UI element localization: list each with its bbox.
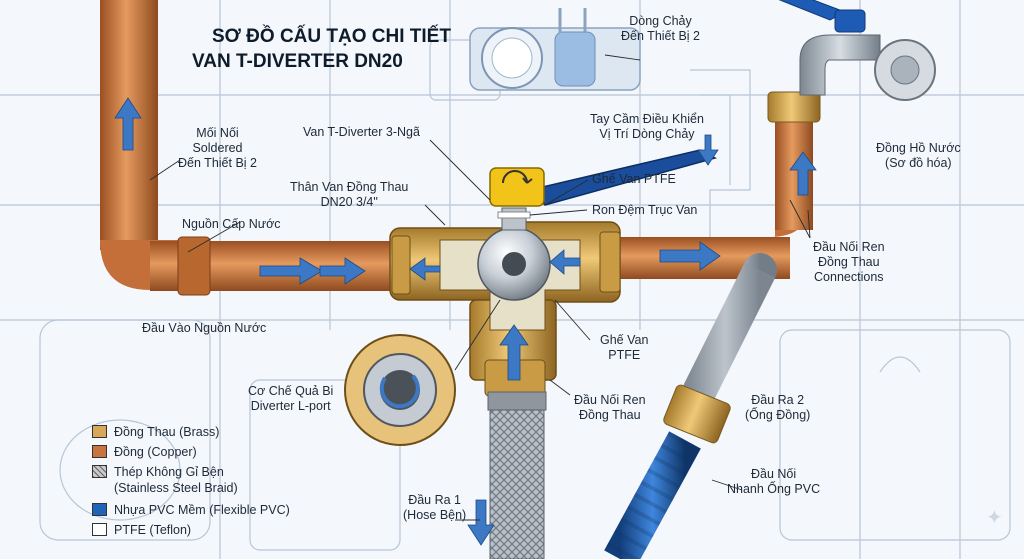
label-line: Diverter L-port <box>250 399 331 413</box>
label-line: Vị Trí Dòng Chảy <box>599 127 695 141</box>
label-line: Nhanh Ống PVC <box>727 482 821 496</box>
label-line: DN20 3/4" <box>320 195 378 209</box>
legend-item-pvc: Nhựa PVC Mềm (Flexible PVC) <box>92 502 322 520</box>
legend-label: PTFE (Teflon) <box>114 523 192 537</box>
water-meter-sketch <box>469 8 641 91</box>
label-line: Đầu Nối Ren <box>813 240 885 254</box>
legend-swatch-copper <box>92 445 107 458</box>
label-valve-body: Thân Van Đồng Thau DN20 3/4" <box>290 180 408 210</box>
label-line: Đầu Vào Nguồn Nước <box>142 321 267 335</box>
label-outlet-1: Đầu Ra 1 (Hose Bện) <box>403 493 466 523</box>
legend-swatch-brass <box>92 425 107 438</box>
label-line: (Ống Đồng) <box>745 408 811 422</box>
label-flow-device-2: Dòng Chảy Đến Thiết Bị 2 <box>621 14 700 44</box>
diagram-title-line2: VAN T-DIVERTER DN20 <box>192 51 403 72</box>
label-line: Đồng Thau <box>578 408 641 422</box>
legend-label: Thép Không Gỉ Bện <box>114 465 224 479</box>
label-line: Connections <box>814 270 884 284</box>
steel-hose-outlet-2 <box>673 253 777 427</box>
label-line: Đến Thiết Bị 2 <box>621 29 700 43</box>
legend-swatch-ptfe <box>92 523 107 536</box>
label-line: Van T-Diverter 3-Ngã <box>303 125 420 139</box>
label-line: Đầu Ra 2 <box>751 393 805 407</box>
label-line: PTFE <box>608 348 641 362</box>
pvc-hose <box>604 431 701 559</box>
label-ptfe-seat-mid: Ghế Van PTFE <box>600 333 648 363</box>
material-legend: Đồng Thau (Brass) Đồng (Copper) Thép Khô… <box>92 424 322 542</box>
label-line: (Hose Bện) <box>403 508 467 522</box>
label-line: Ghế Van <box>600 333 649 347</box>
valve-handle <box>489 149 718 207</box>
label-outlet-2: Đầu Ra 2 (Ống Đồng) <box>745 393 810 423</box>
label-line: (Sơ đồ hóa) <box>885 156 952 170</box>
legend-swatch-steel-braid <box>92 465 107 478</box>
brass-connection-right <box>767 91 821 123</box>
legend-swatch-pvc <box>92 503 107 516</box>
label-t-diverter: Van T-Diverter 3-Ngã <box>303 125 420 140</box>
label-line: Đồng Hồ Nước <box>876 141 961 155</box>
brass-valve-body <box>389 207 621 411</box>
label-line: Thân Van Đồng Thau <box>290 180 409 194</box>
legend-label: Đồng (Copper) <box>114 445 197 459</box>
label-inlet: Đầu Vào Nguồn Nước <box>142 321 266 336</box>
leader-lines <box>149 54 811 521</box>
label-brass-thread-right: Đầu Nối Ren Đồng Thau Connections <box>813 240 885 285</box>
label-soldered-joint: Mối Nối Soldered Đến Thiết Bị 2 <box>178 126 257 171</box>
label-line: Tay Cầm Điều Khiển <box>590 112 704 126</box>
label-brass-thread-center: Đầu Nối Ren Đồng Thau <box>574 393 646 423</box>
label-water-supply: Nguồn Cấp Nước <box>182 217 281 232</box>
legend-label: (Stainless Steel Braid) <box>114 481 238 495</box>
label-line: Đến Thiết Bị 2 <box>178 156 257 170</box>
label-ball-mechanism: Cơ Chế Quả Bi Diverter L-port <box>248 384 333 414</box>
label-line: Dòng Chảy <box>629 14 692 28</box>
label-water-meter: Đồng Hồ Nước (Sơ đồ hóa) <box>876 141 961 171</box>
legend-item-steel-braid: Thép Không Gỉ Bện (Stainless Steel Braid… <box>92 464 322 500</box>
label-line: Mối Nối <box>196 126 239 140</box>
label-line: Cơ Chế Quả Bi <box>248 384 334 398</box>
braided-hose-outlet-1 <box>489 409 545 559</box>
label-line: Ghế Van PTFE <box>592 172 676 186</box>
brass-quick-connector <box>663 384 731 444</box>
sparkle-icon: ✦ <box>986 507 1003 529</box>
legend-item-ptfe: PTFE (Teflon) <box>92 522 322 540</box>
label-line: Soldered <box>192 141 243 155</box>
legend-item-copper: Đồng (Copper) <box>92 444 322 462</box>
label-line: Ron Đệm Trục Van <box>592 203 698 217</box>
label-ptfe-seat-top: Ghế Van PTFE <box>592 172 676 187</box>
label-stem-seal: Ron Đệm Trục Van <box>592 203 697 218</box>
diagram-title-line1: SƠ ĐỒ CẤU TẠO CHI TIẾT <box>212 26 451 47</box>
flow-arrows <box>114 97 817 546</box>
label-line: Nguồn Cấp Nước <box>182 217 281 231</box>
soldered-joint <box>177 236 211 296</box>
wall-faucet <box>778 0 936 101</box>
label-line: Đầu Nối <box>750 467 797 481</box>
label-line: Đồng Thau <box>817 255 880 269</box>
ball-mechanism-zoom <box>344 299 501 446</box>
label-line: Đầu Nối Ren <box>574 393 646 407</box>
label-quick-connector: Đầu Nối Nhanh Ống PVC <box>727 467 820 497</box>
label-control-handle: Tay Cầm Điều Khiển Vị Trí Dòng Chảy <box>590 112 704 142</box>
legend-label: Đồng Thau (Brass) <box>114 425 220 439</box>
legend-label: Nhựa PVC Mềm (Flexible PVC) <box>114 503 290 517</box>
legend-item-brass: Đồng Thau (Brass) <box>92 424 322 442</box>
label-line: Đầu Ra 1 <box>408 493 462 507</box>
